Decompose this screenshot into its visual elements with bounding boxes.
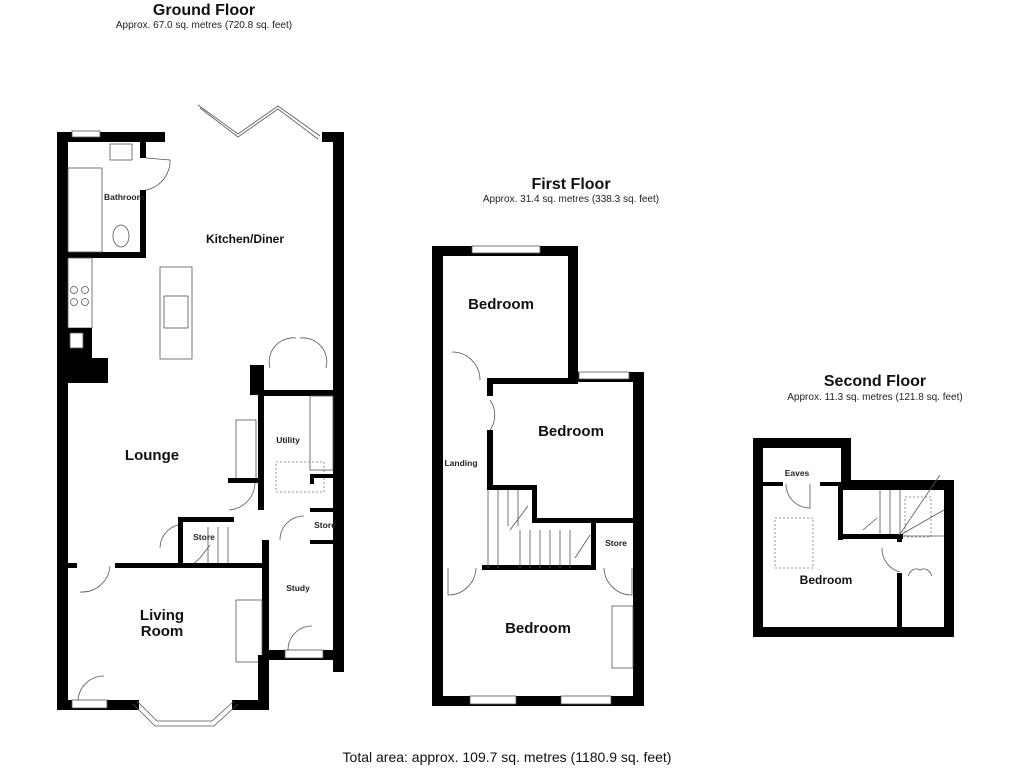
wall-top-left: [57, 132, 165, 142]
room-label-store-small: Store: [314, 520, 336, 530]
room-label-bedroom-middle: Bedroom: [538, 423, 604, 440]
bath-tub: [67, 167, 103, 253]
bay-window: [132, 703, 239, 727]
room-label-living-line1: Living: [140, 607, 184, 624]
room-label-living-line2: Room: [141, 623, 184, 640]
first-floor-plan: First Floor Approx. 31.4 sq. metres (338…: [432, 176, 659, 706]
window-bedroom-top: [471, 245, 541, 254]
toilet: [112, 224, 130, 248]
room-label-bedroom-second: Bedroom: [800, 573, 853, 587]
room-label-lounge: Lounge: [125, 447, 179, 464]
stairs-first: [487, 490, 591, 568]
stairs-second: [862, 474, 945, 537]
chimney-breast: [68, 358, 108, 383]
room-label-landing: Landing: [444, 458, 477, 468]
wall-right: [333, 132, 344, 672]
first-floor-area: Approx. 31.4 sq. metres (338.3 sq. feet): [483, 194, 659, 205]
room-label-store-stairs: Store: [193, 532, 215, 542]
room-label-bedroom-bottom: Bedroom: [505, 620, 571, 637]
ground-floor-area: Approx. 67.0 sq. metres (720.8 sq. feet): [116, 20, 292, 31]
room-label-store-first: Store: [605, 538, 627, 548]
room-label-utility: Utility: [276, 435, 300, 445]
kitchen-island: [159, 266, 193, 360]
velux-window: [774, 517, 814, 569]
lounge-fireplace: [235, 419, 257, 481]
cupboard-doors: [268, 337, 328, 369]
second-floor-plan: Second Floor Approx. 11.3 sq. metres (12…: [753, 373, 963, 637]
living-fireplace: [235, 599, 263, 663]
study-door: [279, 515, 305, 541]
room-label-bedroom-top: Bedroom: [468, 296, 534, 313]
wall-left: [57, 132, 68, 710]
first-floor-title: First Floor: [531, 176, 610, 193]
second-floor-area: Approx. 11.3 sq. metres (121.8 sq. feet): [787, 392, 962, 403]
room-label-kitchen-diner: Kitchen/Diner: [206, 232, 284, 246]
room-label-study: Study: [286, 583, 310, 593]
ground-floor-plan: Ground Floor Approx. 67.0 sq. metres (72…: [57, 2, 344, 727]
front-door: [71, 699, 108, 709]
total-area: Total area: approx. 109.7 sq. metres (11…: [343, 749, 672, 765]
bifold-doors: [197, 104, 321, 137]
sink: [109, 143, 133, 161]
room-label-eaves: Eaves: [785, 468, 810, 478]
window-bathroom: [71, 130, 101, 138]
ground-floor-title: Ground Floor: [153, 2, 255, 19]
stairs-ground: [189, 527, 229, 568]
second-floor-title: Second Floor: [824, 373, 926, 390]
bathroom-door: [145, 157, 171, 191]
island-sink: [163, 295, 189, 329]
cupboard-doors-second: [907, 568, 933, 577]
room-label-bathroom: Bathroom: [104, 192, 145, 202]
